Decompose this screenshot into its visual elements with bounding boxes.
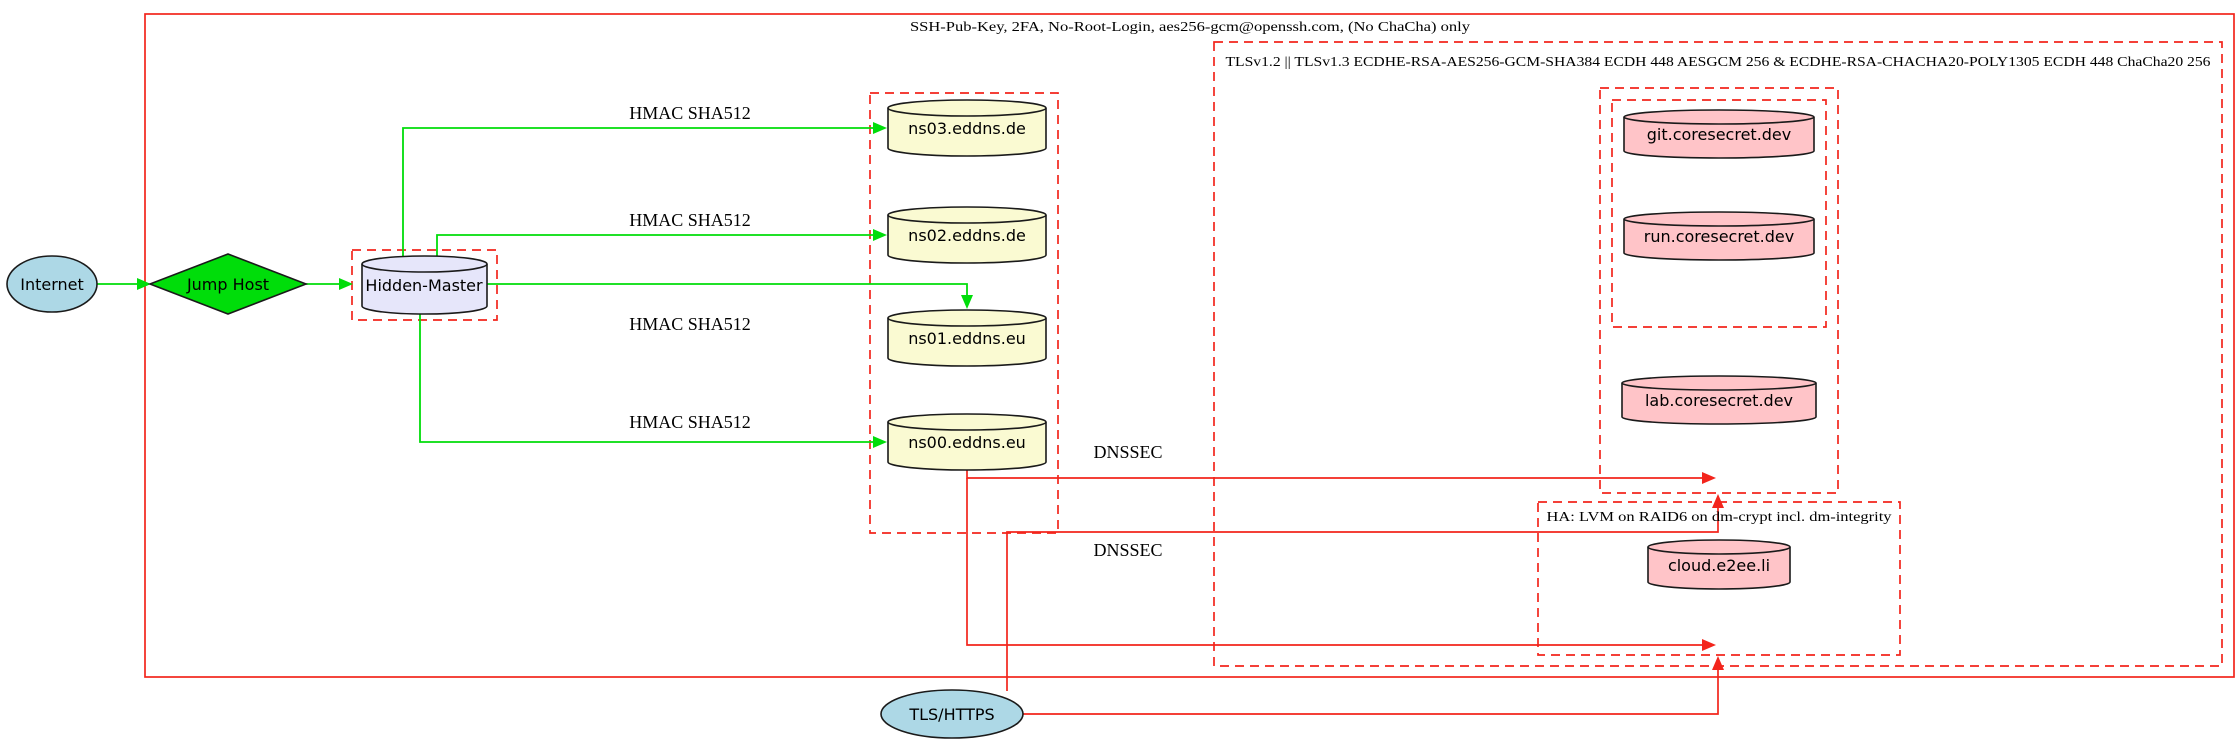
dnssec-label-bottom: DNSSEC [1093,540,1162,560]
edge-hm-ns00 [419,310,873,443]
arrowhead-icon [873,229,887,241]
cloud-label: cloud.e2ee.li [1668,556,1770,575]
node-ns00 [887,413,1047,471]
node-ns01 [887,309,1047,367]
ns01-label: ns01.eddns.eu [908,329,1026,348]
ns00-label: ns00.eddns.eu [908,433,1026,452]
node-ns03 [887,99,1047,157]
edge-hm-ns03 [402,127,873,260]
node-hidden-master [361,255,488,315]
run-label: run.coresecret.dev [1644,227,1794,246]
arrowhead-icon [873,122,887,134]
internet-label: Internet [20,275,84,294]
ns03-label: ns03.eddns.de [908,119,1026,138]
arrowhead-icon [339,278,353,290]
cluster-labels: SSH-Pub-Key, 2FA, No-Root-Login, aes256-… [910,20,2211,525]
cluster-ssh-box [144,13,2235,678]
edge-dnssec-to-servers [966,470,1702,479]
node-git [1623,109,1815,159]
hmac-label-ns00: HMAC SHA512 [629,412,751,432]
cylinder-seam [361,263,488,273]
arrowhead-icon [1712,494,1724,508]
lab-label: lab.coresecret.dev [1645,391,1793,410]
edge-labels: HMAC SHA512 HMAC SHA512 HMAC SHA512 HMAC… [629,103,1162,560]
cluster-boxes [144,13,2235,678]
cluster-tls-label: TLSv1.2 || TLSv1.3 ECDHE-RSA-AES256-GCM-… [1226,55,2211,70]
green-arrowheads [137,122,973,448]
node-ns02 [887,206,1047,264]
hidden-master-box [351,249,498,321]
hmac-label-ns02: HMAC SHA512 [629,210,751,230]
red-arrowheads [1702,472,1724,670]
edge-hm-ns01 [487,283,968,295]
arrowhead-icon [1702,472,1716,484]
cluster-servers-box [1599,87,1839,494]
edge-dnssec-to-ha [966,478,1702,646]
node-lab [1621,375,1817,425]
cluster-ha-label: HA: LVM on RAID6 on dm-crypt incl. dm-in… [1547,510,1892,525]
hmac-label-ns03: HMAC SHA512 [629,103,751,123]
cylinder-seam [1623,116,1815,125]
git-label: git.coresecret.dev [1647,125,1792,144]
arrowhead-icon [1702,639,1716,651]
arrowhead-icon [961,295,973,309]
cylinder-seam [887,107,1047,117]
cylinder-seam [1621,382,1817,391]
cylinder-seam [1647,546,1791,555]
cylinder-seam [887,317,1047,327]
nodes [6,99,1817,739]
dnssec-label-top: DNSSEC [1093,442,1162,462]
nameserver-box [869,92,1059,534]
cylinder-seam [887,214,1047,224]
arrowhead-icon [137,278,151,290]
cluster-gitrun-box [1611,99,1827,328]
node-tls-https [880,689,1024,739]
node-cloud [1647,539,1791,590]
ns02-label: ns02.eddns.de [908,226,1026,245]
arrowhead-icon [873,436,887,448]
tls-https-label: TLS/HTTPS [908,705,994,724]
hmac-label-ns01: HMAC SHA512 [629,314,751,334]
cluster-ssh-label: SSH-Pub-Key, 2FA, No-Root-Login, aes256-… [910,20,1470,35]
hidden-master-label: Hidden-Master [365,276,483,295]
cylinder-seam [1623,218,1815,227]
node-jump-host [147,253,309,315]
green-edges [97,127,968,443]
edge-hm-ns02 [436,234,873,260]
arrowhead-icon [1712,656,1724,670]
jump-host-label: Jump Host [186,275,269,294]
node-labels: Internet Jump Host Hidden-Master ns03.ed… [20,119,1794,724]
node-run [1623,211,1815,261]
edge-tls-to-servers [1006,508,1719,691]
edge-tls-to-ha [1023,670,1719,715]
red-edges [966,470,1719,715]
cylinder-seam [887,421,1047,431]
node-internet [6,255,98,313]
